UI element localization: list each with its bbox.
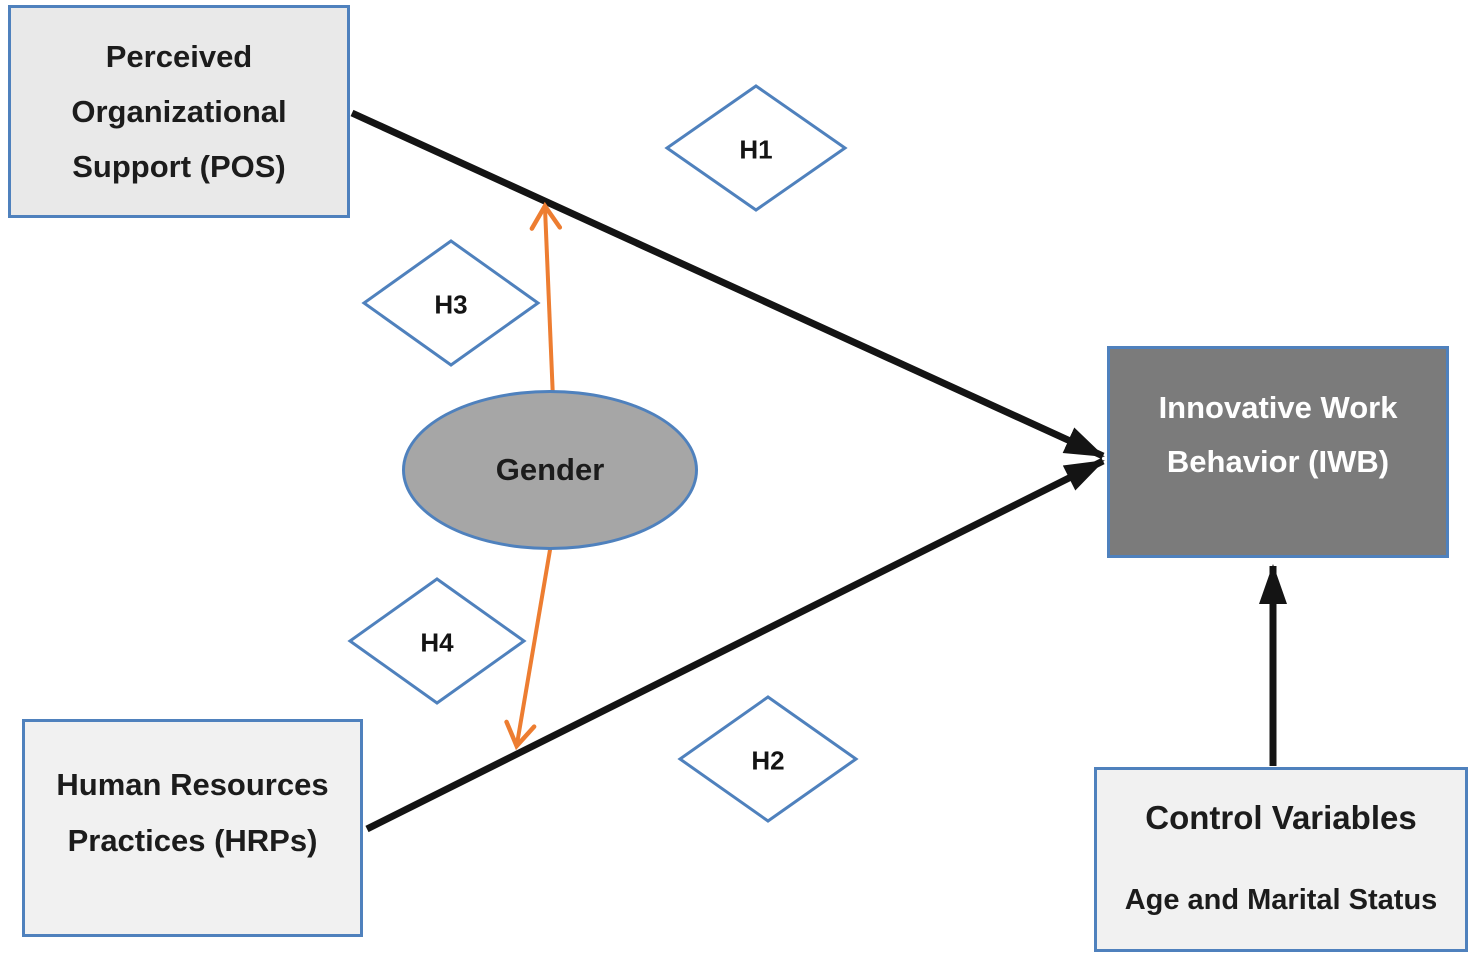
h4-label: H4	[420, 627, 454, 658]
node-label-line: Perceived	[105, 39, 253, 74]
node-label-line: Practices (HRPs)	[67, 823, 318, 858]
node-label-line: Organizational	[71, 94, 287, 129]
h4-diamond-shape	[347, 577, 527, 705]
arrow-gender-to-hrps-iwb-path	[504, 543, 553, 751]
arrow-pos-to-iwb	[350, 109, 1105, 460]
h2-diamond-shape	[677, 695, 859, 823]
control-variables-title: Control Variables	[1145, 799, 1417, 836]
arrow-gender-to-pos-iwb-path	[529, 201, 563, 400]
arrow-hrps-to-iwb	[365, 457, 1105, 833]
node-control-variables: Control Variables Age and Marital Status	[1094, 767, 1468, 952]
h3-label: H3	[434, 289, 468, 320]
h1-diamond-shape	[664, 84, 848, 212]
h1-label: H1	[739, 134, 773, 165]
node-gender-moderator: Gender	[402, 390, 698, 550]
h3-diamond-shape	[361, 239, 541, 367]
node-label-line: Support (POS)	[72, 149, 286, 184]
node-human-resources-practices: Human Resources Practices (HRPs)	[22, 719, 363, 937]
gender-label: Gender	[495, 452, 605, 487]
control-variables-subtitle: Age and Marital Status	[1124, 884, 1438, 916]
node-label-line: Human Resources	[56, 767, 329, 802]
node-innovative-work-behavior: Innovative Work Behavior (IWB)	[1107, 346, 1449, 558]
node-perceived-organizational-support: Perceived Organizational Support (POS)	[8, 5, 350, 218]
node-label-line: Innovative Work	[1158, 390, 1398, 425]
h2-label: H2	[751, 745, 785, 776]
node-label-line: Behavior (IWB)	[1166, 444, 1390, 479]
